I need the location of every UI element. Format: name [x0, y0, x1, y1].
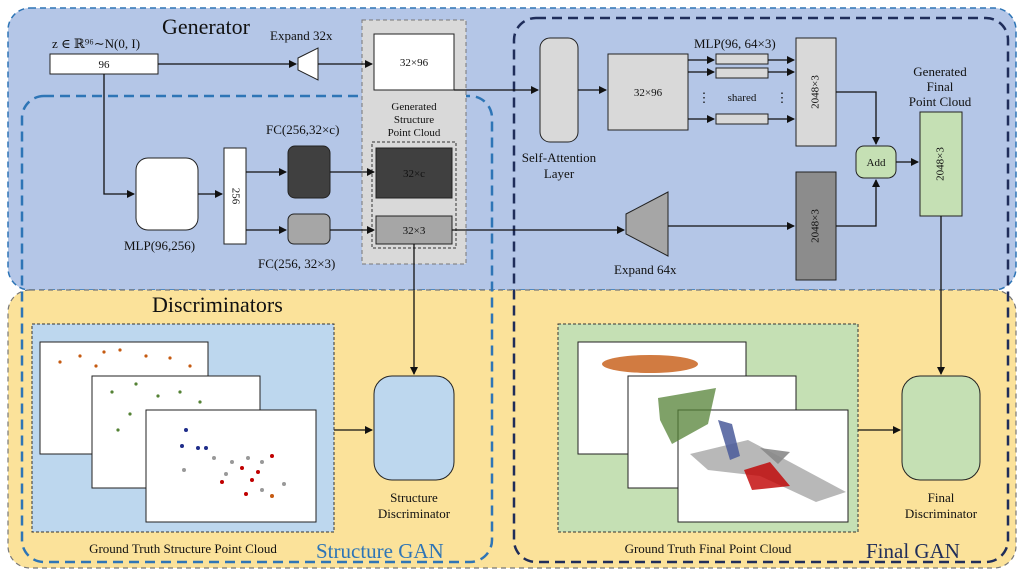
box-32x3-label: 32×3 [403, 225, 426, 237]
final-gan-label: Final GAN [866, 539, 960, 563]
final-point-clouds [602, 355, 846, 502]
gt-final-label: Ground Truth Final Point Cloud [625, 541, 792, 556]
arrow-z-mlp [103, 74, 135, 198]
mlp-96-256-block [135, 157, 199, 231]
structure-points [58, 348, 286, 498]
final-discriminator-block [901, 375, 981, 481]
fc-3-block [287, 213, 331, 245]
box-2048-final-label: 2048×3 [935, 147, 947, 181]
box-2048-bottom [795, 171, 837, 281]
vec-256-box [223, 147, 247, 245]
box-2048-bottom-label: 2048×3 [810, 209, 822, 243]
box-32x96-top [373, 33, 455, 91]
mlp-96-256-label: MLP(96,256) [124, 238, 195, 253]
structure-discriminator-block [373, 375, 455, 481]
arrow-2048top-add [836, 91, 880, 145]
mlp-shared-row-3 [715, 113, 769, 125]
gen-final-title-3: Point Cloud [909, 94, 972, 109]
fc-3-label: FC(256, 32×3) [258, 256, 335, 271]
shared-label: shared [728, 92, 757, 104]
box-32x96-top-label: 32×96 [400, 57, 429, 69]
structure-gan-border [20, 94, 494, 564]
dots-right: ⋮ [776, 90, 789, 105]
fc-c-block [287, 145, 331, 199]
final-gan-border [512, 16, 1010, 564]
box-32xc [375, 147, 453, 199]
gen-structure-title-1: Generated [391, 101, 437, 113]
dots-left: ⋮ [698, 90, 711, 105]
gen-final-title-2: Final [927, 79, 954, 94]
self-attention-block [539, 37, 579, 143]
structure-disc-label-1: Structure [390, 490, 438, 505]
expand32-shape [297, 47, 319, 81]
final-disc-label-2: Discriminator [905, 506, 978, 521]
box-32x96-mid-label: 32×96 [634, 87, 663, 99]
add-label: Add [867, 157, 886, 169]
box-32xc-label: 32×c [403, 168, 425, 180]
expand64-shape [625, 191, 669, 257]
gen-structure-title-3: Point Cloud [388, 127, 441, 139]
gen-structure-title-2: Structure [394, 114, 434, 126]
final-disc-label-1: Final [928, 490, 955, 505]
expand64-label: Expand 64x [614, 262, 677, 277]
mlp-shared-row-1 [715, 53, 769, 65]
box-2048-top-label: 2048×3 [810, 75, 822, 109]
fc-c-label: FC(256,32×c) [266, 122, 339, 137]
self-attention-label-1: Self-Attention [522, 150, 597, 165]
z-label: z ∈ ℝ⁹⁶∼N(0, I) [52, 36, 140, 51]
gt-structure-sheet-3 [145, 409, 317, 523]
box-32x3 [375, 215, 453, 245]
structure-disc-label-2: Discriminator [378, 506, 451, 521]
box-2048-top [795, 37, 837, 147]
mlp-shared-title: MLP(96, 64×3) [694, 36, 776, 51]
box-32x96-mid [607, 53, 689, 131]
self-attention-label-2: Layer [544, 166, 575, 181]
box-2048-final [919, 111, 963, 217]
vec-256-label: 256 [229, 188, 241, 205]
gt-structure-label: Ground Truth Structure Point Cloud [89, 541, 277, 556]
discriminators-title: Discriminators [152, 292, 283, 317]
gen-final-title-1: Generated [913, 64, 967, 79]
z-dim-label: 96 [99, 59, 111, 71]
arrow-2048bottom-add [836, 179, 880, 227]
expand32-label: Expand 32x [270, 28, 333, 43]
structure-gan-label: Structure GAN [316, 539, 444, 563]
mlp-shared-row-2 [715, 67, 769, 79]
generator-title: Generator [162, 14, 251, 39]
